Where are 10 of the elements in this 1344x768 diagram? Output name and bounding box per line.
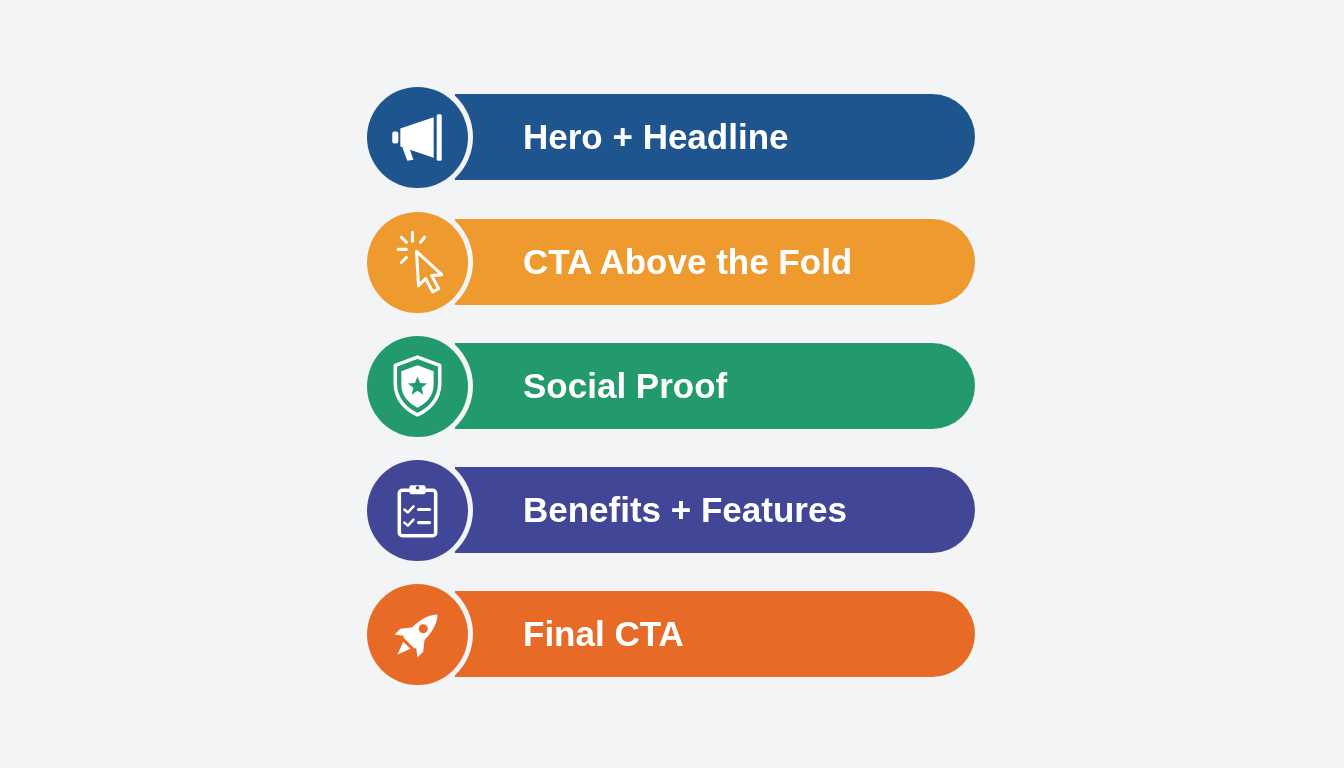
section-title: CTA Above the Fold — [523, 241, 853, 283]
section-title: Social Proof — [523, 365, 728, 407]
section-bar — [455, 467, 975, 553]
section-bar — [455, 591, 975, 677]
section-title: Hero + Headline — [523, 116, 789, 158]
section-bar — [455, 343, 975, 429]
section-bar — [455, 219, 975, 305]
section-bar — [455, 94, 975, 180]
section-title: Final CTA — [523, 613, 684, 655]
section-title: Benefits + Features — [523, 489, 847, 531]
